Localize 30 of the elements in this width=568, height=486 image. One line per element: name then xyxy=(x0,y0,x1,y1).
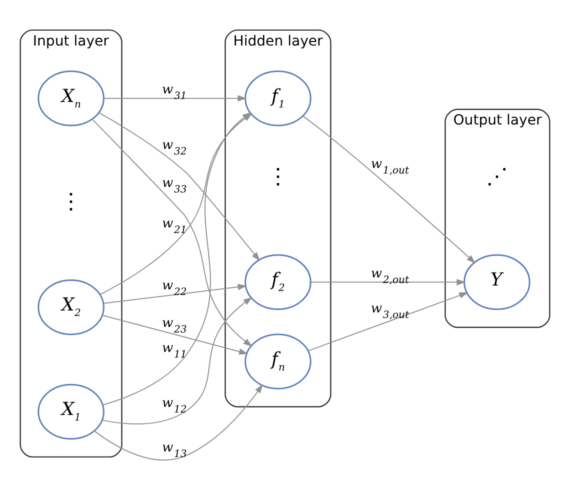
edge-label: w$_{33}$ xyxy=(162,176,187,196)
edge-label: w$_{21}$ xyxy=(162,216,187,236)
edge-label: w$_{31}$ xyxy=(162,82,187,102)
edge-label: w$_{2,out}$ xyxy=(370,266,410,286)
node-ellipse: f$_{2}$ xyxy=(244,254,312,310)
label: ⋰ xyxy=(486,162,508,189)
edge-label: w$_{13}$ xyxy=(162,440,187,460)
label: ⋮ xyxy=(60,188,82,214)
node-ellipse: X$_{n}$ xyxy=(38,70,104,126)
arrow xyxy=(102,314,248,354)
node-ellipse: f$_{n}$ xyxy=(244,333,312,389)
node-ellipse: f$_{1}$ xyxy=(244,70,312,126)
arrow xyxy=(311,278,466,285)
arrow xyxy=(92,118,252,346)
edge-label: w$_{32}$ xyxy=(162,137,187,157)
arrow xyxy=(104,283,247,304)
edge-label: w$_{12}$ xyxy=(162,396,187,416)
arrow xyxy=(94,384,263,460)
label: ⋮ xyxy=(266,162,289,189)
edge-label: w$_{23}$ xyxy=(162,315,187,335)
edge-label: w$_{1,out}$ xyxy=(370,156,410,176)
arrow xyxy=(104,94,247,102)
arrow xyxy=(302,115,476,263)
node-ellipse: X$_{2}$ xyxy=(38,278,104,335)
edge-label: w$_{22}$ xyxy=(162,278,187,298)
arrow xyxy=(308,292,468,351)
node-ellipse: X$_{1}$ xyxy=(38,383,104,440)
edge-label: w$_{3,out}$ xyxy=(370,301,410,321)
edge-label: w$_{11}$ xyxy=(162,340,187,360)
arrow xyxy=(102,296,252,424)
